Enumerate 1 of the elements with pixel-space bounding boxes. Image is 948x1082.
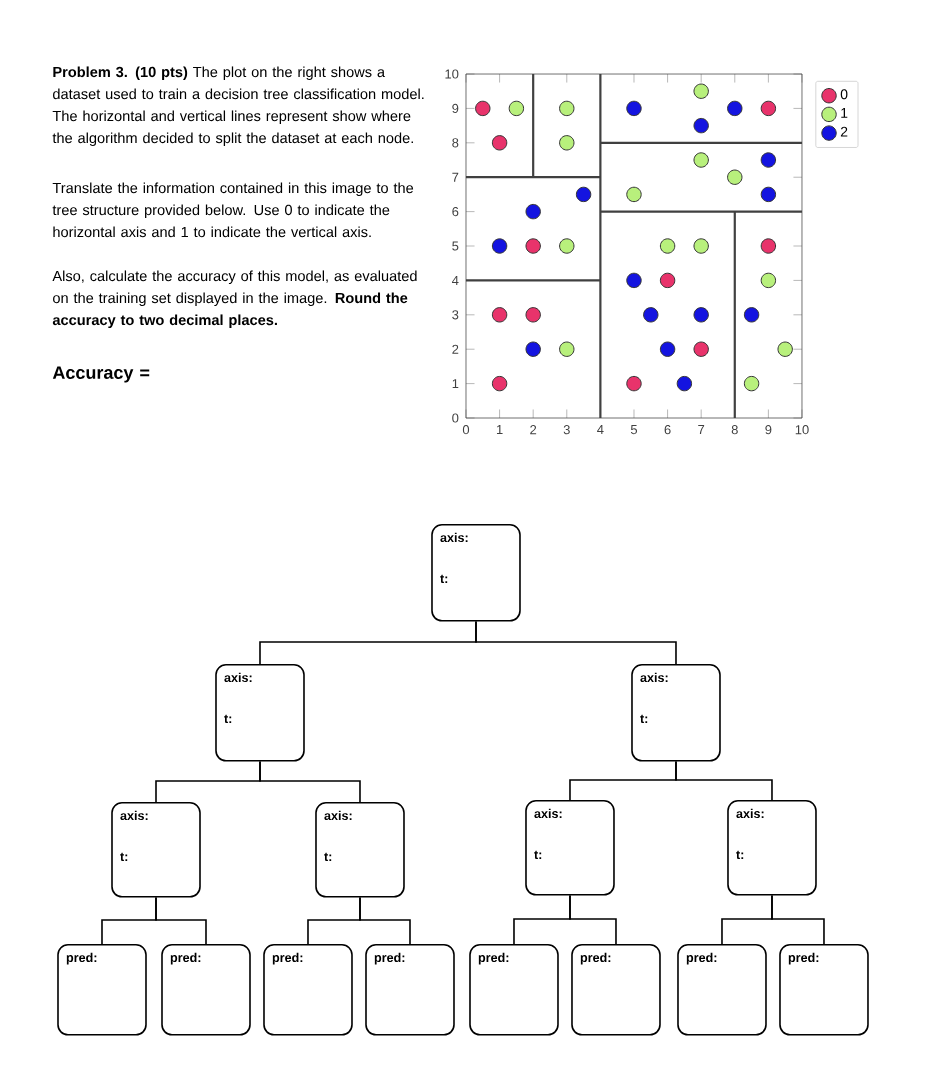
answer-prompt: Accuracy = [52,366,150,383]
